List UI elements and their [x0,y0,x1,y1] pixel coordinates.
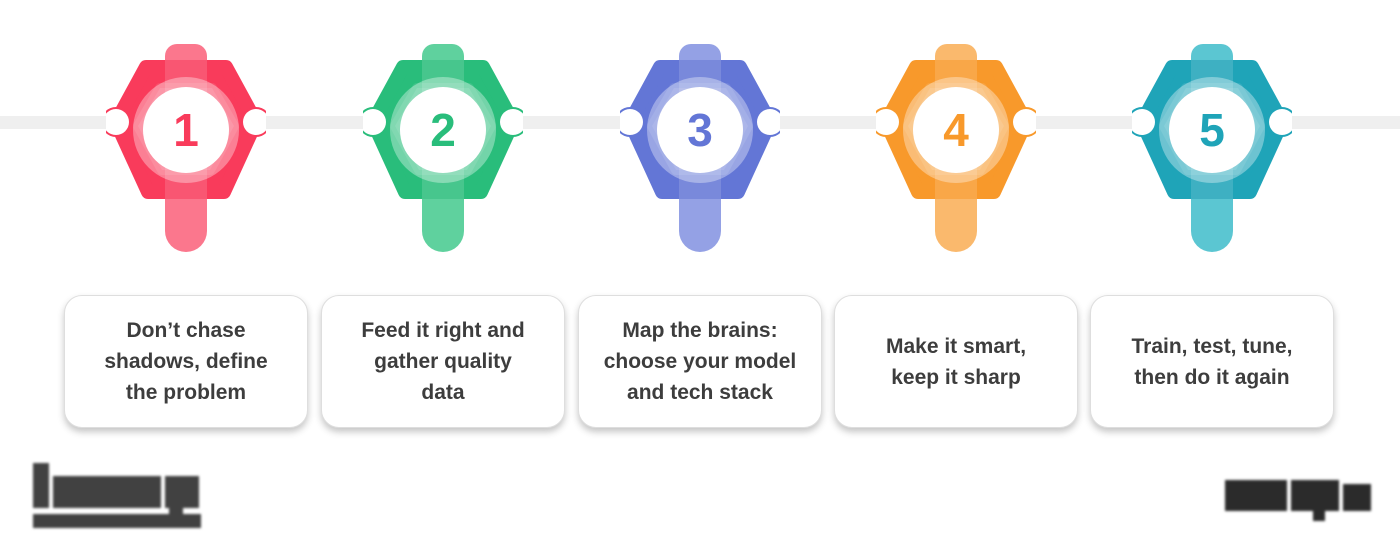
step-number: 1 [173,104,199,156]
step-5: 5 Train, test, tune, then do it again [1072,0,1352,554]
map-pin-marker-icon [363,44,523,252]
map-pin-marker-icon [620,44,780,252]
step-card: Make it smart, keep it sharp [834,295,1078,428]
step-card-text: Feed it right and gather quality data [361,319,525,404]
logo-left-pixelated [33,463,208,528]
step-card-text: Map the brains: choose your model and te… [603,319,797,404]
step-card-text: Make it smart, keep it sharp [885,334,1027,389]
step-card: Map the brains: choose your model and te… [578,295,822,428]
logo-left-tagline-bar [33,514,201,528]
step-number: 4 [943,104,969,156]
step-number: 2 [430,104,456,156]
map-pin-marker-icon [876,44,1036,252]
step-card-text: Train, test, tune, then do it again [1131,334,1293,389]
step-number: 5 [1199,104,1225,156]
step-4: 4 Make it smart, keep it sharp [816,0,1096,554]
step-1: 1 Don’t chase shadows, define the proble… [46,0,326,554]
step-card: Train, test, tune, then do it again [1090,295,1334,428]
step-card: Don’t chase shadows, define the problem [64,295,308,428]
step-2: 2 Feed it right and gather quality data [303,0,583,554]
step-3: 3 Map the brains: choose your model and … [560,0,840,554]
logo-right-pixelated [1225,480,1371,522]
logo-left-wordmark [33,463,208,515]
map-pin-marker-icon [1132,44,1292,252]
step-card: Feed it right and gather quality data [321,295,565,428]
step-card-text: Don’t chase shadows, define the problem [104,319,268,404]
map-pin-marker-icon [106,44,266,252]
step-number: 3 [687,104,713,156]
